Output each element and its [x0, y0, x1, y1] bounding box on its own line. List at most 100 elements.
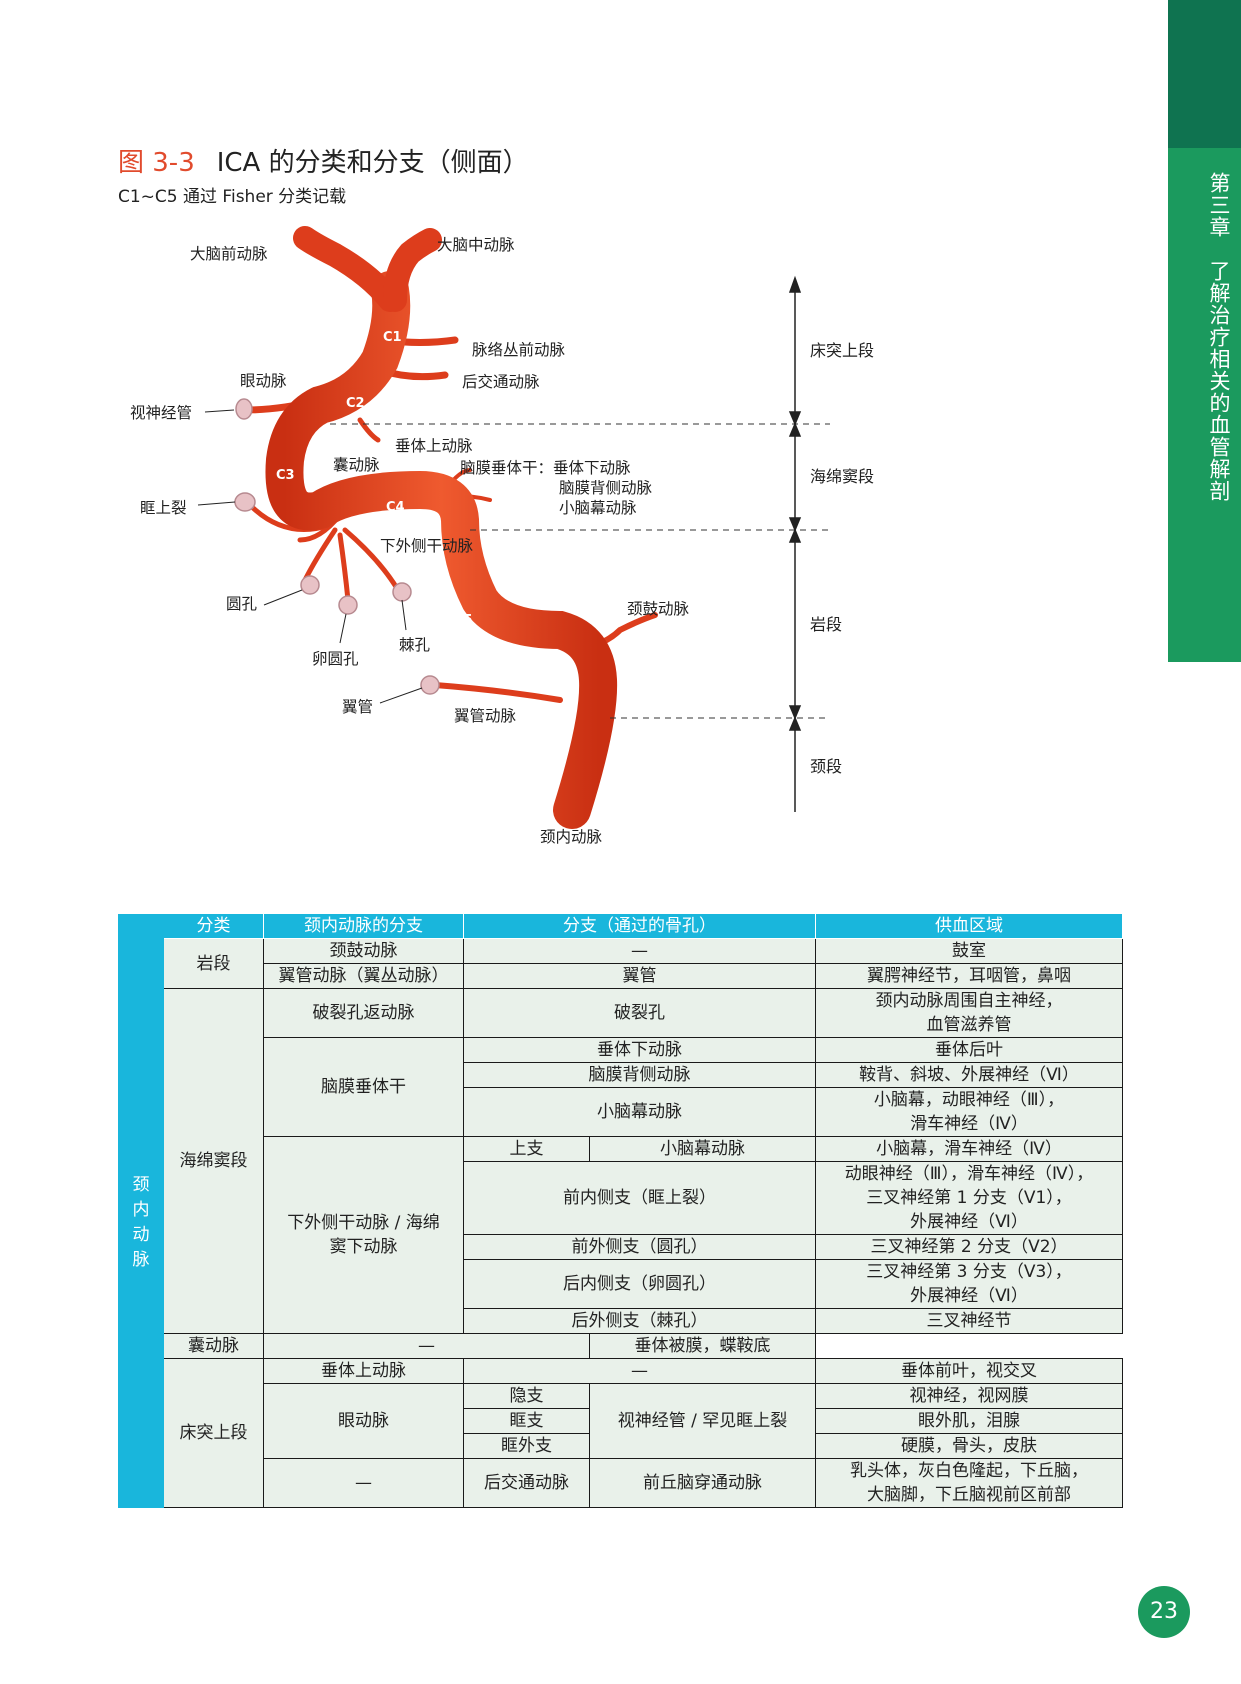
ovale-label: 卵圆孔	[312, 650, 359, 668]
table-row: 床突上段 垂体上动脉 — 垂体前叶，视交叉	[119, 1358, 1123, 1508]
c2-label: C2	[346, 396, 365, 411]
table-cell: 前外侧支（圆孔）	[463, 1234, 816, 1260]
table-cell: 小脑幕，滑车神经（Ⅳ）	[815, 1136, 1123, 1162]
figure-subtitle: C1~C5 通过 Fisher 分类记载	[118, 187, 347, 207]
table-cell: 硬膜，骨头，皮肤	[815, 1433, 1123, 1459]
table-cell: 破裂孔返动脉	[263, 988, 464, 1038]
mht-label: 脑膜垂体干：垂体下动脉	[460, 459, 631, 477]
table-cell: 前内侧支（眶上裂）	[463, 1161, 816, 1235]
table-row: 脑膜背侧动脉 鞍背、斜坡、外展神经（Ⅵ）	[119, 1062, 1123, 1088]
table-row: 前外侧支（圆孔） 三叉神经第 2 分支（Ⅴ2）	[119, 1234, 1123, 1260]
table-row: 脑膜垂体干 垂体下动脉 垂体后叶	[119, 1037, 1123, 1137]
table-cell: 脑膜垂体干	[263, 1037, 464, 1137]
table-cell: 后交通动脉	[463, 1458, 590, 1508]
table-cell: 上支	[463, 1136, 590, 1162]
table-cell: 垂体上动脉	[263, 1358, 464, 1384]
table-cell: 垂体下动脉	[463, 1037, 816, 1063]
table-row: 颈 内 动 脉 岩段 颈鼓动脉 — 鼓室	[118, 938, 1123, 1508]
table-cell: 下外侧干动脉 / 海绵 窦下动脉	[263, 1136, 464, 1334]
table-cell: 眼动脉	[263, 1383, 464, 1459]
table-cell: 翼腭神经节，耳咽管，鼻咽	[815, 963, 1123, 989]
pcoma-label: 后交通动脉	[462, 373, 540, 391]
table-cell: 破裂孔	[463, 988, 816, 1038]
ica-branch-table: 分类 颈内动脉的分支 分支（通过的骨孔） 供血区域 颈 内 动 脉 岩段 颈鼓动…	[118, 914, 1123, 1508]
table-cell: 后外侧支（棘孔）	[463, 1308, 816, 1334]
anterior-cerebral-artery	[293, 226, 402, 312]
table-cell: —	[263, 1458, 464, 1508]
optic-canal-label: 视神经管	[130, 404, 192, 422]
optic-canal-foramen	[235, 398, 253, 420]
capsular-label: 囊动脉	[333, 456, 380, 474]
table-row: 翼管动脉（翼丛动脉） 翼管 翼腭神经节，耳咽管，鼻咽	[119, 963, 1123, 989]
vidian-artery-label: 翼管动脉	[454, 707, 517, 725]
c5-label: C5	[454, 613, 473, 628]
table-cell: 鼓室	[815, 938, 1123, 964]
table-cell: —	[463, 938, 816, 964]
table-cell: 三叉神经第 2 分支（Ⅴ2）	[815, 1234, 1123, 1260]
rotundum-label: 圆孔	[226, 595, 258, 613]
sup-hyp-label: 垂体上动脉	[395, 437, 473, 455]
ilt-label: 下外侧干动脉	[380, 537, 474, 555]
table-row: 囊动脉 — 垂体被膜，蝶鞍底	[119, 1333, 1123, 1359]
header-cell: 分类	[163, 914, 264, 939]
category-cell: 床突上段	[163, 1358, 264, 1508]
table-cell: 眶外支	[463, 1433, 590, 1459]
table-cell: 颈内动脉周围自主神经， 血管滋养管	[815, 988, 1123, 1038]
c4-label: C4	[386, 500, 405, 515]
header-cell: 分支（通过的骨孔）	[463, 914, 816, 939]
sof-foramen	[234, 492, 256, 512]
table-cell: 翼管	[463, 963, 816, 989]
internal-carotid-artery	[265, 271, 618, 829]
table-cell: 三叉神经节	[815, 1308, 1123, 1334]
table-cell: 小脑幕，动眼神经（Ⅲ）， 滑车神经（Ⅳ）	[815, 1087, 1123, 1137]
table-cell: 视神经管 / 罕见眶上裂	[589, 1383, 816, 1459]
table-cell: 垂体后叶	[815, 1037, 1123, 1063]
dorsal-men-label: 脑膜背侧动脉	[559, 479, 653, 497]
header-cell: 供血区域	[815, 914, 1123, 939]
table-cell: 垂体前叶，视交叉	[815, 1358, 1123, 1384]
foramina	[234, 398, 440, 695]
c-labels: C1 C2 C3 C4 C5	[276, 330, 473, 628]
spinosum-foramen	[392, 582, 412, 602]
table-cell: 动眼神经（Ⅲ），滑车神经（Ⅳ）， 三叉神经第 1 分支（Ⅴ1）， 外展神经（Ⅵ）	[815, 1161, 1123, 1235]
c3-label: C3	[276, 468, 295, 483]
table-cell: 后内侧支（卵圆孔）	[463, 1259, 816, 1309]
ovale-foramen	[338, 595, 358, 615]
segment-arrow	[788, 275, 802, 812]
table-cell: 眶支	[463, 1408, 590, 1434]
segment-dividers	[330, 423, 830, 719]
pointer-lines	[197, 409, 423, 704]
segment-label: 颈段	[810, 757, 842, 776]
figure-number: 图 3-3	[118, 148, 195, 178]
table-row: 眶外支 硬膜，骨头，皮肤	[119, 1433, 1123, 1459]
mca-label: 大脑中动脉	[437, 236, 515, 254]
middle-cerebral-artery	[383, 228, 442, 312]
table-header-row: 分类 颈内动脉的分支 分支（通过的骨孔） 供血区域	[118, 914, 1123, 939]
rotundum-foramen	[300, 575, 320, 595]
acha-label: 脉络丛前动脉	[472, 341, 566, 359]
ica-diagram: C1 C2 C3 C4 C5 大脑前动脉 大脑中动脉 脉络丛前动脉 后交通动脉 …	[130, 226, 874, 846]
table-cell: 小脑幕动脉	[589, 1136, 816, 1162]
table-row: 眼动脉 隐支 视神经管 / 罕见眶上裂 视神经，视网膜	[119, 1383, 1123, 1459]
table-cell: 鞍背、斜坡、外展神经（Ⅵ）	[815, 1062, 1123, 1088]
table-row: 下外侧干动脉 / 海绵 窦下动脉 上支 小脑幕动脉 小脑幕，滑车神经（Ⅳ）	[119, 1136, 1123, 1334]
table-cell: 小脑幕动脉	[463, 1087, 816, 1137]
category-cell: 岩段	[163, 938, 264, 989]
sof-label: 眶上裂	[140, 499, 187, 517]
chapter-side-tab	[1168, 0, 1241, 662]
table-cell: 隐支	[463, 1383, 590, 1409]
table-cell: 前丘脑穿通动脉	[589, 1458, 816, 1508]
c1-label: C1	[383, 330, 402, 345]
category-cell: 海绵窦段	[163, 988, 264, 1334]
table-cell: 翼管动脉（翼丛动脉）	[263, 963, 464, 989]
ica-label: 颈内动脉	[540, 828, 603, 846]
table-cell: 垂体被膜，蝶鞍底	[589, 1333, 816, 1359]
table-row: 眶支 眼外肌，泪腺	[119, 1408, 1123, 1434]
vidian-canal-foramen	[420, 675, 440, 695]
segment-label: 岩段	[810, 615, 842, 634]
table-cell: 三叉神经第 3 分支（Ⅴ3）， 外展神经（Ⅵ）	[815, 1259, 1123, 1309]
table-cell: 脑膜背侧动脉	[463, 1062, 816, 1088]
vidian-canal-label: 翼管	[342, 698, 373, 716]
table-cell: 颈鼓动脉	[263, 938, 464, 964]
